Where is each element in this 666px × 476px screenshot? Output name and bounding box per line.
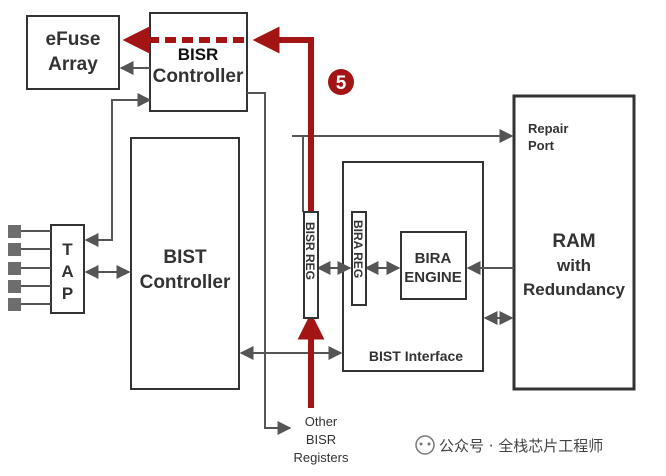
bira-engine-line2: ENGINE xyxy=(404,269,462,286)
wechat-icon-inner xyxy=(427,442,431,446)
bisr-controller-line2: Controller xyxy=(153,66,244,87)
tap-pin xyxy=(8,298,21,311)
repair-path-red xyxy=(122,26,325,408)
bisr-controller-line1: BISR xyxy=(178,45,219,64)
watermark: 公众号 · 全栈芯片工程师 xyxy=(415,435,603,455)
efuse-label-line1: eFuse xyxy=(46,29,101,50)
bisr-reg-label: BISR REG xyxy=(303,222,317,280)
other-bisr-line1: Other xyxy=(305,414,338,429)
gray-connectors xyxy=(84,61,514,435)
tap-letter-a: A xyxy=(61,262,73,281)
bist-controller-line1: BIST xyxy=(163,247,207,268)
efuse-array-box xyxy=(26,15,120,90)
bira-reg-label: BIRA REG xyxy=(351,220,365,278)
tap-letter-p: P xyxy=(62,284,73,303)
watermark-text: 公众号 · 全栈芯片工程师 xyxy=(439,437,603,455)
red-arrow-into-bisr-controller xyxy=(252,26,314,212)
ram-line2: with xyxy=(556,256,591,275)
efuse-label-line2: Array xyxy=(48,54,98,75)
step-badge-number: 5 xyxy=(336,73,347,94)
bist-interface-label: BIST Interface xyxy=(369,348,463,364)
tap-pin xyxy=(8,262,21,275)
ram-line1: RAM xyxy=(552,231,595,252)
ram-box xyxy=(512,94,636,391)
repair-port-line2: Port xyxy=(528,138,555,153)
tap-box xyxy=(50,224,85,314)
ram-line3: Redundancy xyxy=(523,280,626,299)
bisr-to-other-regs-line xyxy=(247,92,292,435)
bisr-to-tap-arrow xyxy=(84,93,152,247)
other-bisr-line2: BISR xyxy=(306,432,336,447)
wechat-icon-inner xyxy=(419,442,423,446)
tap-pin xyxy=(8,280,21,293)
tap-pin xyxy=(8,243,21,256)
tap-pin xyxy=(8,225,21,238)
bira-reg-box xyxy=(351,211,367,306)
tap-letter-t: T xyxy=(62,240,73,259)
repair-port-line1: Repair xyxy=(528,121,568,136)
other-bisr-line3: Registers xyxy=(294,450,349,465)
wechat-icon xyxy=(415,435,435,455)
bira-engine-box xyxy=(400,231,467,300)
bisr-reg-box xyxy=(303,211,319,319)
bisr-controller-box xyxy=(149,12,248,112)
bist-controller-line2: Controller xyxy=(140,272,231,293)
step-badge-circle xyxy=(328,69,354,95)
tap-pins xyxy=(8,225,51,311)
repair-port-arrow xyxy=(292,129,514,212)
bira-engine-line1: BIRA xyxy=(415,250,452,267)
